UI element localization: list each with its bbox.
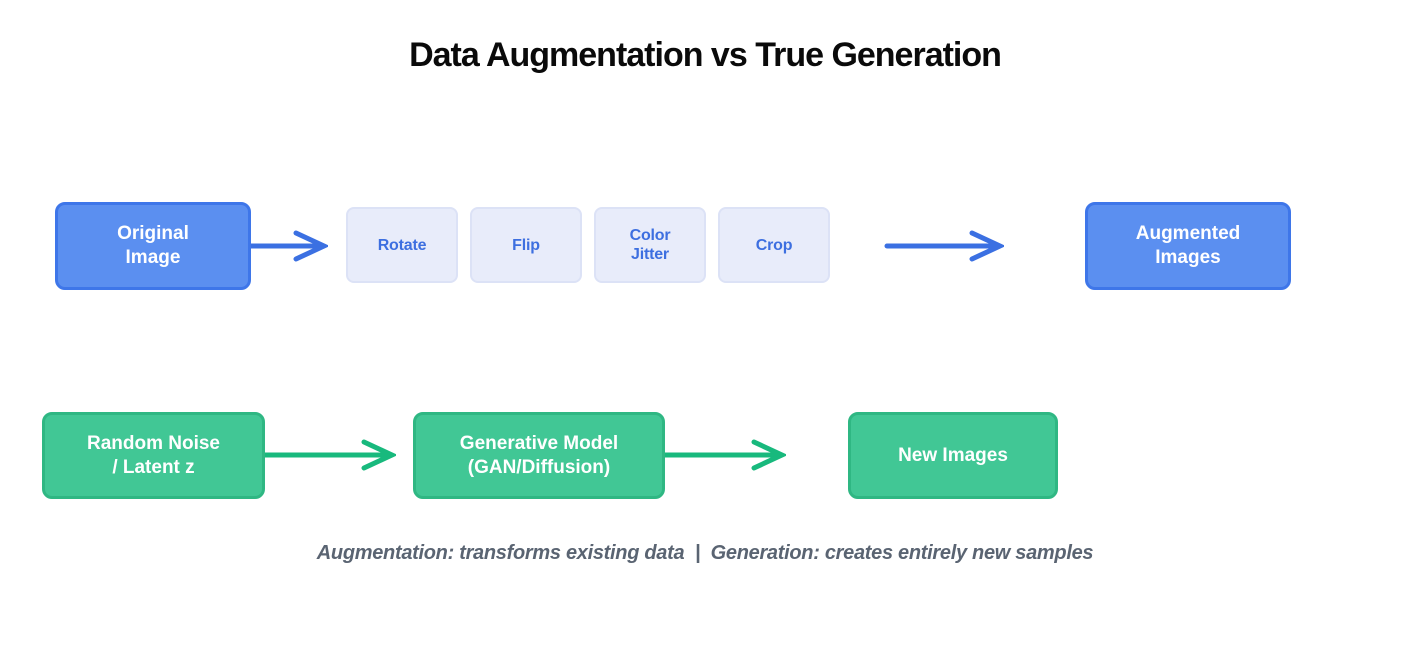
original-image-box: Original Image: [55, 202, 251, 290]
arrow-right-icon: [238, 230, 328, 262]
op-chip-rotate: Rotate: [346, 207, 458, 283]
op-chip-crop-label: Crop: [755, 236, 793, 254]
augmented-images-box: Augmented Images: [1085, 202, 1291, 290]
generative-model-label: Generative Model (GAN/Diffusion): [459, 432, 619, 478]
random-noise-label: Random Noise / Latent z: [86, 432, 221, 478]
op-chip-crop: Crop: [718, 207, 830, 283]
augmented-images-label: Augmented Images: [1135, 223, 1241, 268]
arrow-right-icon: [650, 439, 786, 471]
new-images-box: New Images: [848, 412, 1058, 499]
new-images-label: New Images: [898, 444, 1008, 466]
random-noise-box: Random Noise / Latent z: [42, 412, 265, 499]
generative-model-box: Generative Model (GAN/Diffusion): [413, 412, 665, 499]
op-chip-flip-label: Flip: [512, 236, 540, 254]
arrow-right-icon: [246, 439, 396, 471]
diagram-title: Data Augmentation vs True Generation: [409, 36, 1002, 74]
arrow-right-icon: [884, 230, 1004, 262]
original-image-label: Original Image: [117, 223, 189, 268]
diagram-caption: Augmentation: transforms existing data |…: [316, 542, 1094, 564]
op-chip-color-jitter-label: Color Jitter: [629, 227, 671, 263]
op-chip-color-jitter: Color Jitter: [594, 207, 706, 283]
op-chip-rotate-label: Rotate: [377, 236, 427, 254]
op-chip-flip: Flip: [470, 207, 582, 283]
